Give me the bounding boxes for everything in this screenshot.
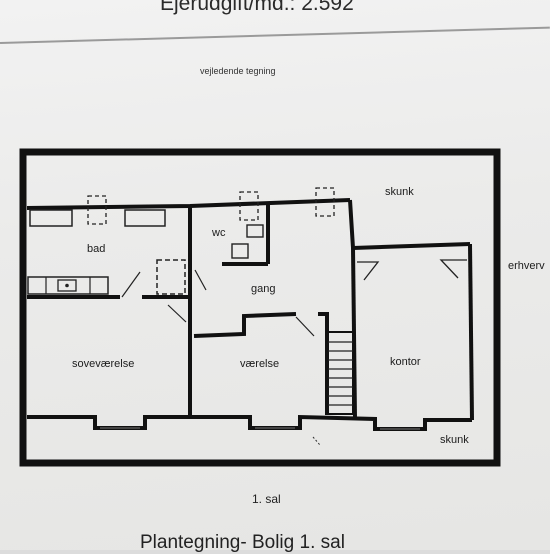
bathtub: [124, 209, 166, 227]
outer-wall: [19, 148, 501, 467]
room-label-kontor: kontor: [390, 356, 421, 368]
room-top-wall: [193, 312, 297, 338]
drawing-caption: vejledende tegning: [200, 66, 276, 76]
skylight: [239, 191, 259, 221]
skylight: [87, 195, 107, 225]
room-label-erhverv: erhverv: [508, 260, 545, 272]
sink-drain: [65, 283, 69, 288]
bedroom-door: [167, 304, 187, 323]
room-label-skunk-top: skunk: [385, 186, 414, 198]
staircase: [327, 331, 354, 415]
room-label-bad: bad: [87, 243, 106, 255]
room-label-vaerelse: værelse: [240, 358, 280, 370]
floor-label: 1. sal: [252, 492, 281, 506]
room-right-wall: [318, 312, 329, 415]
shower: [156, 259, 186, 295]
sink: [57, 279, 77, 292]
toilet: [231, 243, 249, 259]
page-title: Ejerudgift/md.: 2.592: [160, 0, 354, 15]
office-door: [357, 261, 380, 281]
skunk-wall: [348, 199, 355, 249]
office-right-wall: [468, 243, 474, 421]
wc-basin: [246, 224, 264, 238]
office-top-wall: [352, 242, 471, 250]
room-label-sovevaerelse: soveværelse: [72, 358, 135, 370]
wc-door: [194, 269, 207, 291]
lower-inner-wall: [27, 414, 472, 431]
bath-door: [121, 271, 141, 298]
room-label-skunk-bottom: skunk: [440, 434, 469, 446]
hatch-mark: [312, 436, 321, 446]
bath-cabinet-row: [27, 276, 109, 295]
room-label-gang: gang: [251, 283, 276, 295]
office-door-right: [439, 259, 467, 279]
room-door: [295, 316, 315, 337]
stair-treads: [328, 341, 353, 406]
plan-title: Plantegning- Bolig 1. sal: [140, 532, 345, 553]
bath-counter: [29, 209, 73, 227]
room-label-wc: wc: [212, 227, 226, 239]
skylight: [315, 187, 335, 217]
